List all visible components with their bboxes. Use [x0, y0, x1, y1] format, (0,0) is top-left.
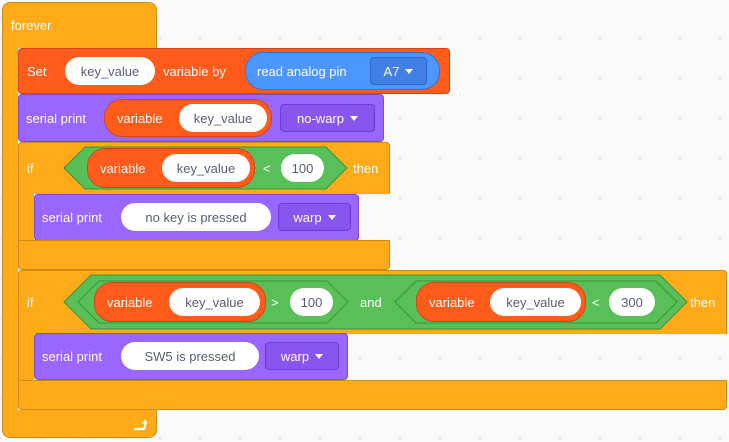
warp-mode-value-2: warp: [293, 209, 322, 225]
variable-label-2: variable: [100, 161, 146, 176]
compare-value-field-2[interactable]: 100: [290, 288, 333, 316]
operator-symbol-3: <: [592, 295, 600, 310]
read-analog-pin-label: read analog pin: [257, 64, 347, 79]
warp-mode-value-3: warp: [280, 348, 310, 364]
variable-by-label: variable by: [163, 64, 226, 79]
variable-name-field-4[interactable]: key_value: [490, 288, 581, 316]
compare-value-field-1[interactable]: 100: [281, 154, 324, 182]
warp-mode-dropdown-3[interactable]: warp: [265, 342, 339, 370]
variable-name-field-1[interactable]: key_value: [179, 104, 267, 132]
serial-print-label-3: serial print: [42, 349, 102, 364]
warp-mode-dropdown-2[interactable]: warp: [278, 203, 351, 231]
operator-symbol-2: >: [271, 295, 279, 310]
then-label-2: then: [690, 295, 716, 310]
if-label-1: if: [27, 161, 34, 176]
if-bottom-1: [18, 240, 390, 270]
forever-bottom: [2, 410, 157, 438]
variable-name-field-3[interactable]: key_value: [169, 288, 260, 316]
set-label: Set: [27, 64, 47, 79]
variable-label-1: variable: [117, 111, 163, 126]
serial-print-label-1: serial print: [26, 111, 86, 126]
if-arm-1: [18, 193, 34, 241]
variable-label-4: variable: [429, 295, 475, 310]
print-text-field-2[interactable]: no key is pressed: [121, 203, 271, 231]
forever-arm: [2, 46, 18, 416]
variable-name-field[interactable]: key_value: [65, 57, 155, 85]
loop-arrow-icon: [132, 417, 148, 433]
pin-dropdown[interactable]: A7: [370, 57, 427, 85]
caret-down-icon: [349, 115, 358, 121]
caret-down-icon: [327, 214, 336, 220]
if-label-2: if: [27, 295, 34, 310]
and-label: and: [360, 295, 382, 310]
caret-down-icon: [315, 353, 324, 359]
compare-value-field-3[interactable]: 300: [609, 288, 655, 316]
caret-down-icon: [405, 68, 414, 74]
forever-block[interactable]: [2, 2, 157, 48]
warp-mode-dropdown-1[interactable]: no-warp: [280, 104, 375, 132]
variable-label-3: variable: [107, 295, 153, 310]
print-text-field-3[interactable]: SW5 is pressed: [121, 342, 259, 370]
if-bottom-2: [18, 380, 727, 410]
forever-label: forever: [11, 18, 52, 33]
warp-mode-value-1: no-warp: [297, 110, 344, 126]
serial-print-label-2: serial print: [42, 210, 102, 225]
if-arm-2: [18, 333, 34, 381]
then-label-1: then: [353, 161, 379, 176]
operator-symbol-1: <: [263, 161, 271, 176]
pin-value: A7: [383, 63, 400, 79]
variable-name-field-2[interactable]: key_value: [162, 154, 250, 182]
